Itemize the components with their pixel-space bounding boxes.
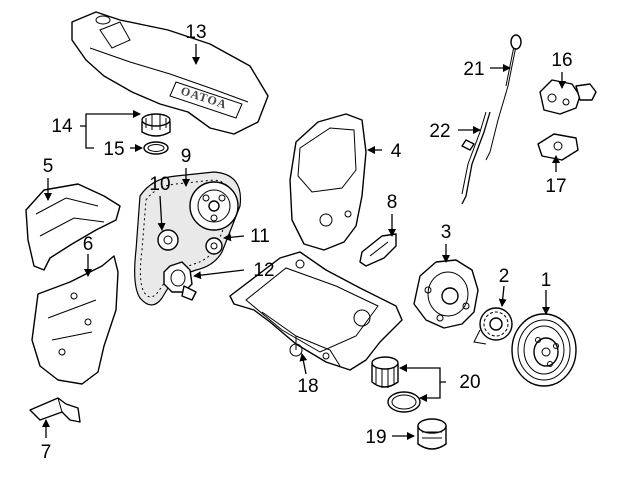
bracket-part (29, 397, 81, 423)
cap-seal-part (143, 141, 169, 155)
callout-17: 17 (545, 176, 566, 197)
crankshaft-sprocket-part (163, 261, 197, 301)
oil-pump-part (413, 259, 479, 329)
leader-lines (42, 44, 566, 440)
tensioner-pulley-part (157, 229, 179, 251)
oil-filler-cap-part (141, 113, 171, 137)
callout-12: 12 (253, 260, 274, 281)
camshaft-pulley-part (189, 181, 239, 231)
callout-5: 5 (43, 156, 54, 177)
callout-14: 14 (51, 116, 73, 137)
seal-part (359, 233, 397, 267)
callout-labels: 13 14 15 9 10 11 12 5 6 7 4 8 3 2 1 18 2… (41, 22, 573, 463)
dipstick-tube-part (461, 111, 491, 205)
callout-9: 9 (181, 146, 192, 167)
callout-8: 8 (387, 192, 398, 213)
callout-4: 4 (391, 141, 402, 162)
callout-20: 20 (459, 372, 480, 393)
callout-15: 15 (103, 139, 124, 160)
valve-gasket-part (537, 133, 579, 161)
callout-22: 22 (429, 121, 450, 142)
oil-pan-part (229, 251, 403, 371)
pump-gear-part (473, 307, 513, 345)
pressure-valve-part (539, 79, 597, 115)
callout-10: 10 (149, 174, 170, 195)
callout-19: 19 (365, 427, 386, 448)
callout-7: 7 (41, 442, 52, 463)
crankshaft-pulley-part (511, 313, 577, 387)
idler-pulley-part (205, 237, 223, 255)
callout-11: 11 (250, 226, 270, 247)
rear-timing-cover-part (289, 113, 367, 251)
callout-6: 6 (83, 234, 94, 255)
callout-16: 16 (551, 50, 572, 71)
callout-13: 13 (185, 22, 206, 43)
filter-gasket-part (387, 391, 421, 413)
engine-cover-part: OATOA (71, 11, 269, 135)
callout-21: 21 (463, 59, 484, 80)
filter-housing-cap-part (417, 418, 447, 450)
oil-filter-part (371, 356, 399, 388)
lower-timing-cover-part (31, 255, 119, 385)
dipstick-part (485, 34, 522, 161)
callout-3: 3 (441, 222, 452, 243)
callout-2: 2 (499, 266, 510, 287)
callout-1: 1 (541, 270, 552, 291)
upper-timing-cover-part (25, 183, 121, 271)
callout-18: 18 (297, 376, 318, 397)
